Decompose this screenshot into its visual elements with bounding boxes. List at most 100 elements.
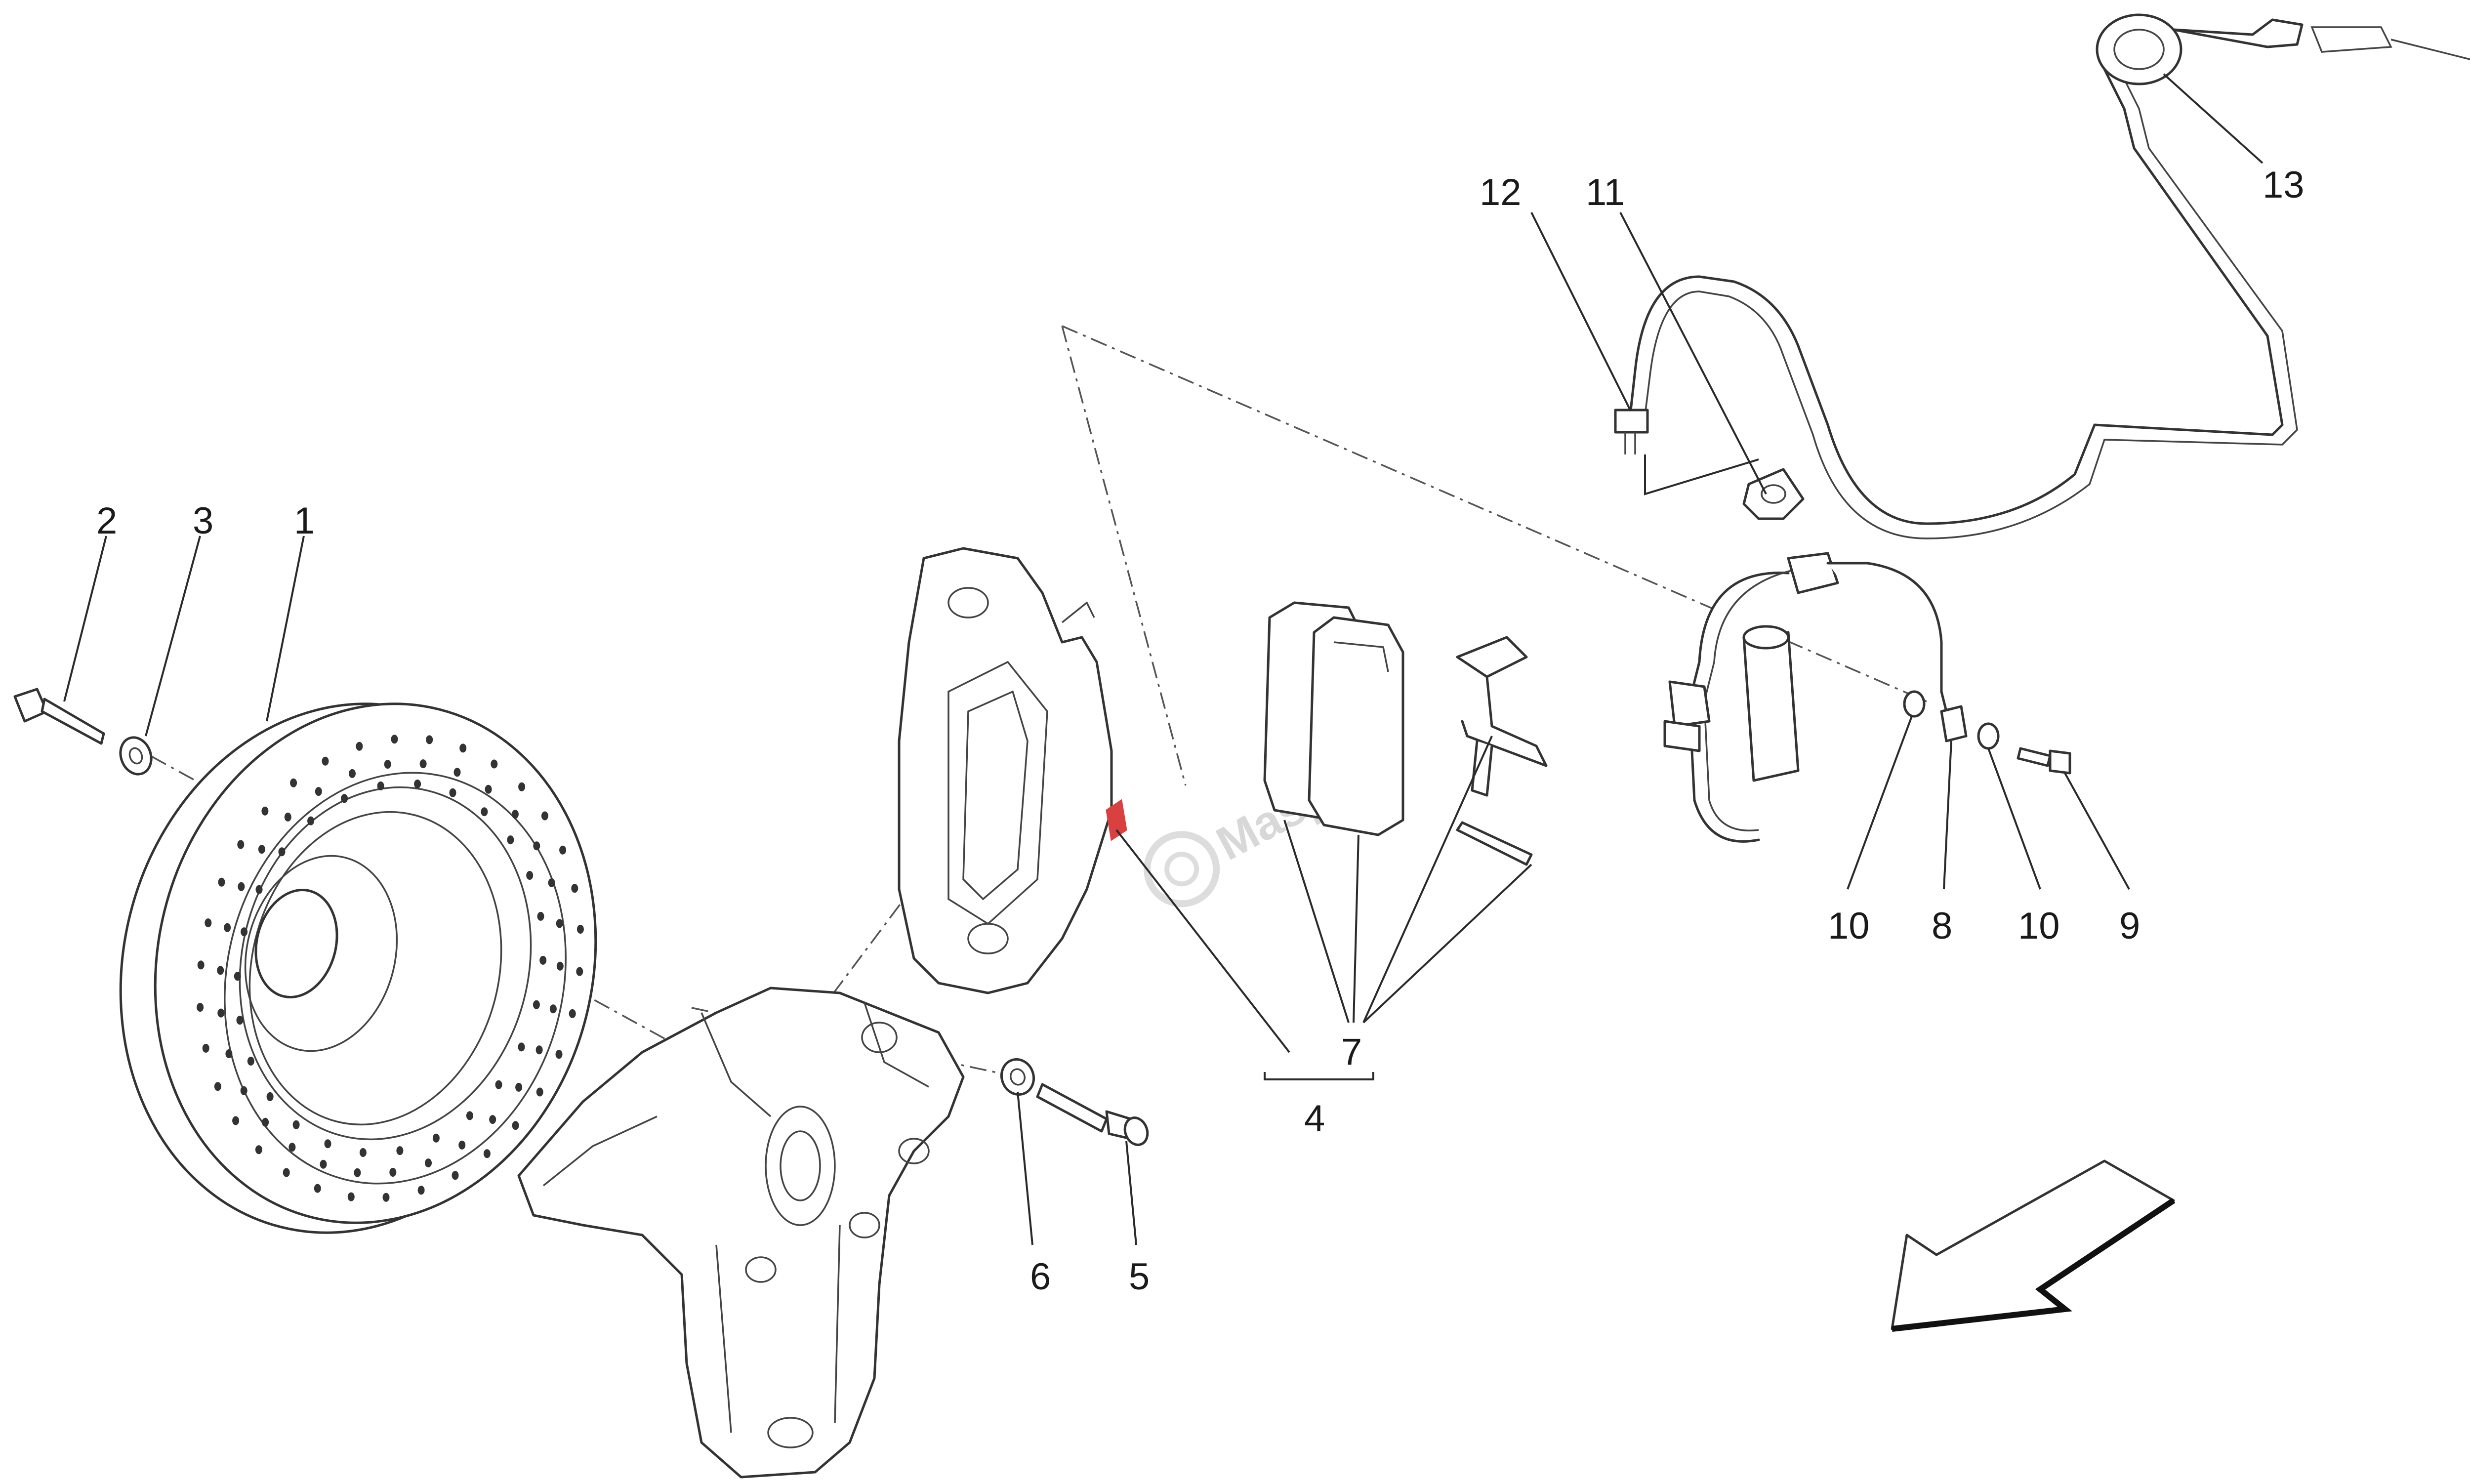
disc-drill-hole (391, 735, 398, 744)
disc-drill-hole (240, 1086, 247, 1095)
label-part-12: 12 (1480, 171, 1522, 213)
disc-drill-hole (483, 1149, 491, 1158)
disc-drill-hole (512, 1121, 519, 1130)
disc-drill-hole (556, 961, 564, 971)
hose-grommet (2096, 13, 2470, 85)
label-part-10-left: 10 (1828, 905, 1870, 947)
disc-drill-hole (535, 1045, 543, 1055)
disc-washer (119, 736, 153, 776)
disc-drill-hole (292, 1120, 300, 1129)
label-part-10-right: 10 (2018, 905, 2060, 947)
disc-drill-hole (218, 877, 225, 887)
banjo-bolt (2017, 747, 2071, 775)
disc-drill-hole (491, 759, 498, 769)
disc-drill-hole (347, 1192, 355, 1201)
disc-drill-hole (432, 1133, 440, 1143)
label-part-4: 4 (1304, 1098, 1325, 1140)
disc-drill-hole (425, 1158, 432, 1168)
disc-drill-hole (341, 794, 348, 803)
disc-drill-hole (419, 759, 427, 769)
disc-drill-hole (349, 769, 356, 778)
disc-drill-hole (449, 788, 456, 797)
label-part-5: 5 (1129, 1256, 1150, 1298)
disc-drill-hole (518, 782, 526, 791)
direction-arrow (1891, 1159, 2176, 1332)
disc-drill-hole (224, 923, 231, 932)
disc-drill-hole (569, 1009, 576, 1018)
label-part-7: 7 (1341, 1031, 1362, 1073)
hub-knuckle (517, 987, 965, 1479)
disc-drill-hole (241, 927, 248, 937)
disc-drill-hole (356, 742, 363, 751)
pad-pin (1456, 821, 1533, 866)
disc-drill-hole (576, 925, 584, 934)
label-part-3: 3 (193, 500, 213, 542)
brake-pads (1263, 601, 1404, 836)
disc-drill-hole (214, 1082, 221, 1091)
disc-drill-hole (205, 918, 212, 928)
disc-drill-hole (533, 1000, 540, 1009)
disc-drill-hole (555, 1050, 563, 1059)
copper-washer-left (1903, 690, 1926, 718)
disc-drill-hole (217, 1008, 225, 1018)
disc-drill-hole (202, 1043, 209, 1053)
disc-drill-holes (197, 735, 584, 1202)
label-part-2: 2 (96, 500, 117, 542)
disc-bolt (13, 688, 105, 745)
leader-lines (63, 73, 2264, 1245)
part-labels: 2 3 1 6 5 7 4 12 11 13 10 8 10 9 (96, 164, 2305, 1298)
disc-drill-hole (255, 885, 263, 894)
disc-drill-hole (459, 743, 467, 753)
disc-drill-hole (217, 966, 224, 975)
disc-drill-hole (382, 1193, 390, 1202)
disc-drill-hole (255, 1145, 262, 1154)
disc-drill-hole (197, 1003, 204, 1012)
disc-drill-hole (533, 841, 540, 851)
disc-drill-hole (571, 884, 578, 893)
disc-drill-hole (225, 1049, 233, 1058)
disc-drill-hole (452, 1171, 459, 1180)
disc-drill-hole (417, 1186, 425, 1195)
disc-drill-hole (359, 1148, 367, 1157)
disc-drill-hole (537, 911, 544, 921)
watermark-logo-inner (1164, 852, 1199, 887)
disc-drill-hole (426, 735, 433, 744)
disc-drill-hole (556, 919, 563, 928)
label-part-11: 11 (1586, 171, 1625, 213)
disc-drill-hole (315, 787, 322, 796)
disc-drill-hole (389, 1168, 397, 1177)
disc-drill-hole (458, 1140, 466, 1150)
disc-drill-hole (576, 967, 583, 976)
disc-drill-hole (236, 1016, 244, 1025)
disc-drill-hole (354, 1168, 361, 1177)
disc-drill-hole (539, 955, 547, 965)
label-part-9: 9 (2119, 905, 2140, 947)
disc-drill-hole (549, 1004, 557, 1014)
disc-drill-hole (489, 1115, 496, 1124)
label-part-13: 13 (2263, 164, 2305, 206)
label-part-6: 6 (1030, 1256, 1051, 1298)
disc-drill-hole (324, 1139, 331, 1149)
disc-drill-hole (548, 878, 555, 887)
disc-drill-hole (262, 1117, 269, 1127)
disc-drill-hole (536, 1087, 543, 1097)
disc-drill-hole (278, 847, 286, 857)
pad-spring-clip (1456, 636, 1548, 797)
label-part-8: 8 (1932, 905, 1952, 947)
disc-drill-hole (237, 840, 245, 849)
disc-drill-hole (466, 1111, 473, 1120)
caliper-bolt (1036, 1083, 1149, 1146)
disc-drill-hole (384, 760, 391, 769)
label-part-1: 1 (294, 500, 315, 542)
disc-drill-hole (485, 784, 492, 794)
disc-drill-hole (495, 1080, 502, 1089)
disc-drill-hole (197, 960, 205, 970)
disc-drill-hole (377, 781, 384, 790)
brake-caliper (898, 547, 1127, 994)
disc-drill-hole (526, 871, 534, 880)
disc-drill-hole (559, 845, 567, 855)
watermark-logo (1144, 831, 1220, 907)
disc-drill-hole (541, 811, 548, 821)
disc-drill-hole (283, 1168, 290, 1177)
